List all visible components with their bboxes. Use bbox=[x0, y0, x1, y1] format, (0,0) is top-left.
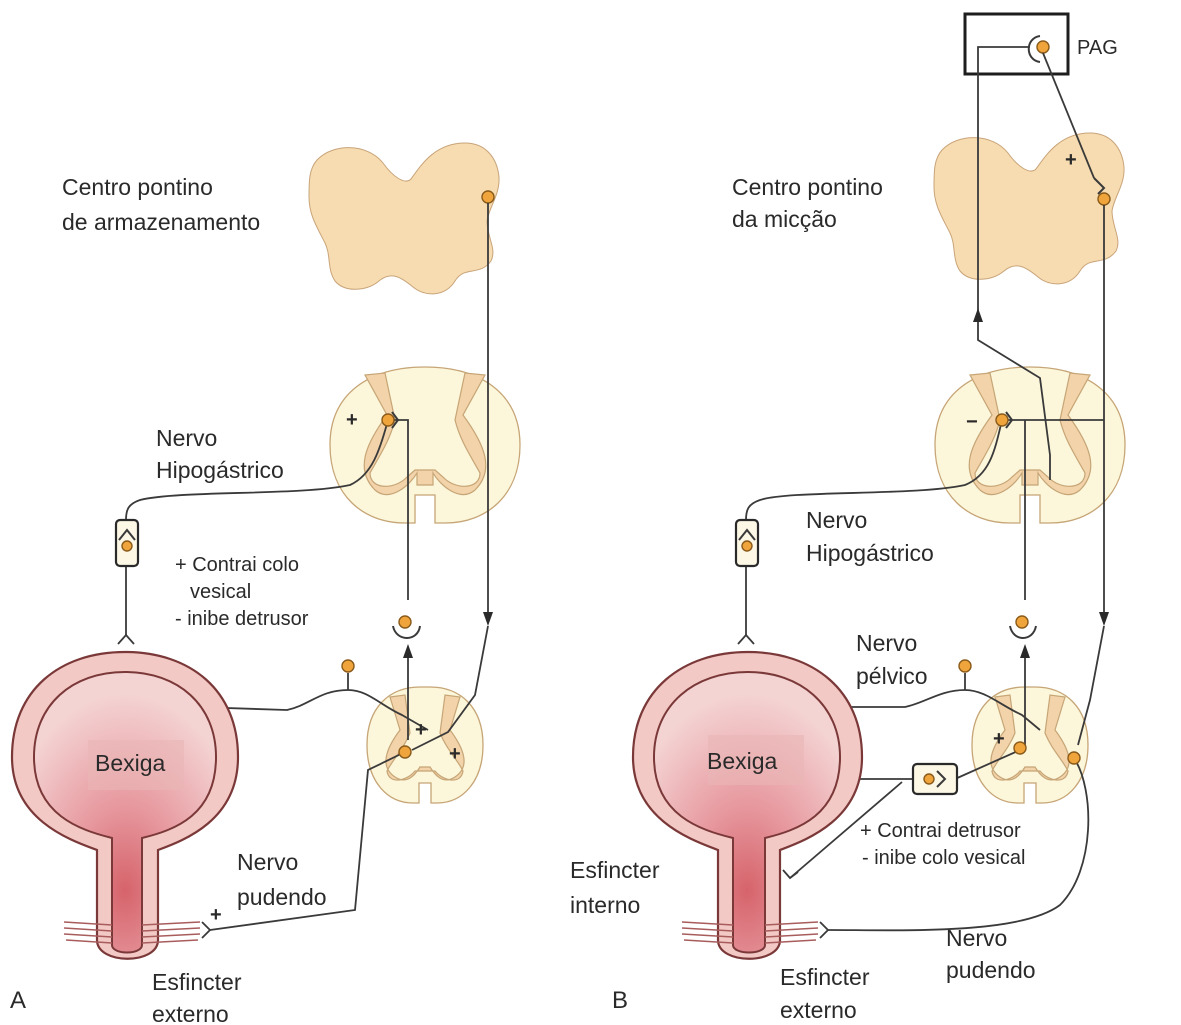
spinal-cord-sacral-b bbox=[972, 687, 1088, 803]
arrowhead-down-b bbox=[1099, 612, 1109, 626]
pelvic-ganglion-box-b bbox=[913, 764, 957, 794]
pudendal-label-b-2: pudendo bbox=[946, 957, 1036, 983]
spinal-cord-thoracolumbar-a bbox=[330, 367, 520, 523]
sign-pudendal-a: + bbox=[210, 904, 222, 926]
hypogastric-label-b-1: Nervo bbox=[806, 507, 867, 533]
micturition-center-label-1: Centro pontino bbox=[732, 174, 883, 200]
pag-neuron bbox=[1037, 41, 1049, 53]
effect-label-a-2: vesical bbox=[190, 581, 251, 603]
storage-center-label-1: Centro pontino bbox=[62, 174, 213, 200]
pag-label: PAG bbox=[1077, 37, 1118, 59]
hypogastric-neuron-a bbox=[382, 414, 394, 426]
ext-sphincter-label-a-2: externo bbox=[152, 1001, 229, 1025]
pontine-to-sacral-b bbox=[1078, 626, 1104, 745]
spinal-cord-thoracolumbar-b bbox=[935, 367, 1125, 523]
effect-label-b-1: + Contrai detrusor bbox=[860, 820, 1021, 842]
sign-sacral-2-a: + bbox=[449, 743, 461, 765]
storage-center-label-2: de armazenamento bbox=[62, 209, 260, 235]
relay-neuron-a bbox=[399, 616, 411, 628]
pelvic-label-b-2: pélvico bbox=[856, 663, 928, 689]
bladder-label-b: Bexiga bbox=[707, 748, 778, 774]
pelvic-label-b-1: Nervo bbox=[856, 630, 917, 656]
sign-hypogastric-a: + bbox=[346, 409, 358, 431]
hypogastric-neuron-b bbox=[996, 414, 1008, 426]
pudendal-neuron-b bbox=[1068, 752, 1080, 764]
arrowhead-up-pag bbox=[973, 308, 983, 322]
hypogastric-label-a-2: Hipogástrico bbox=[156, 457, 284, 483]
effect-label-a-1: + Contrai colo bbox=[175, 554, 299, 576]
pelvic-neuron-a bbox=[342, 660, 354, 672]
pelvic-ganglion-neuron-b bbox=[924, 774, 934, 784]
sign-sacral-1-a: + bbox=[415, 719, 427, 741]
hypogastric-synapse-a bbox=[118, 635, 134, 644]
pudendal-neuron-a bbox=[399, 746, 411, 758]
pudendal-synapse-a bbox=[202, 922, 210, 938]
micturition-center-label-2: da micção bbox=[732, 206, 837, 232]
ext-sphincter-label-a-1: Esfincter bbox=[152, 969, 242, 995]
relay-neuron-b bbox=[1016, 616, 1028, 628]
pudendal-label-a-2: pudendo bbox=[237, 884, 327, 910]
pudendal-synapse-b bbox=[820, 922, 828, 938]
bladder-b bbox=[633, 652, 862, 959]
pag-box bbox=[965, 14, 1068, 74]
panel-a: Centro pontino de armazenamento Nervo Hi… bbox=[10, 143, 520, 1025]
sign-hypogastric-minus: − bbox=[966, 411, 978, 433]
hypogastric-label-a-1: Nervo bbox=[156, 425, 217, 451]
ext-sphincter-label-b-2: externo bbox=[780, 997, 857, 1023]
arrowhead-down-a bbox=[483, 612, 493, 626]
pons-neuron-a bbox=[482, 191, 494, 203]
hypogastric-synapse-b bbox=[738, 635, 754, 644]
effect-label-a-3: - inibe detrusor bbox=[175, 608, 309, 630]
pons-storage-center bbox=[309, 143, 499, 294]
int-sphincter-label-1: Esfincter bbox=[570, 857, 660, 883]
arrowhead-up-a bbox=[403, 644, 413, 658]
int-sphincter-synapse-b bbox=[783, 870, 798, 878]
arrowhead-up-b bbox=[1020, 644, 1030, 658]
hypogastric-label-b-2: Hipogástrico bbox=[806, 540, 934, 566]
sign-pag-plus: + bbox=[1065, 149, 1077, 171]
panel-b: PAG bbox=[570, 14, 1125, 1023]
pons-micturition-center bbox=[934, 133, 1124, 284]
bladder-label-a: Bexiga bbox=[95, 750, 166, 776]
ganglion-neuron-b bbox=[742, 541, 752, 551]
pons-neuron-b bbox=[1098, 193, 1110, 205]
pudendal-label-a-1: Nervo bbox=[237, 849, 298, 875]
effect-label-b-2: - inibe colo vesical bbox=[862, 847, 1025, 869]
sign-sacral-plus-b: + bbox=[993, 728, 1005, 750]
pudendal-label-b-1: Nervo bbox=[946, 925, 1007, 951]
ext-sphincter-label-b-1: Esfincter bbox=[780, 964, 870, 990]
bladder-a bbox=[12, 652, 238, 959]
panel-letter-a: A bbox=[10, 987, 26, 1014]
ganglion-neuron-a bbox=[122, 541, 132, 551]
pelvic-neuron-b bbox=[959, 660, 971, 672]
pelvic-preganglionic-neuron-b bbox=[1014, 742, 1026, 754]
int-sphincter-label-2: interno bbox=[570, 892, 640, 918]
panel-letter-b: B bbox=[612, 987, 628, 1014]
